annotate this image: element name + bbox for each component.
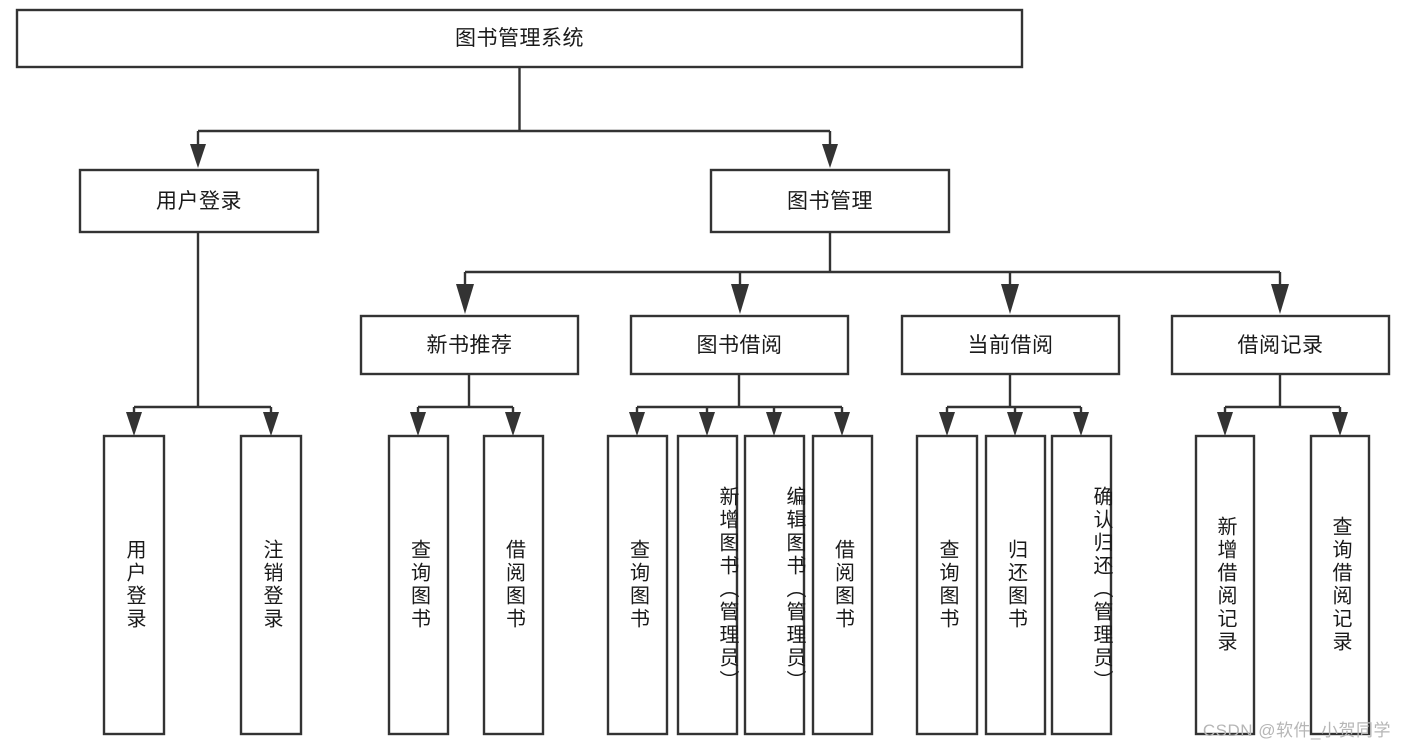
arrow-head-icon bbox=[1271, 284, 1289, 314]
node-box-user-login[interactable] bbox=[78, 168, 320, 234]
node-box-root[interactable] bbox=[15, 8, 1024, 69]
arrow-head-icon bbox=[505, 412, 521, 436]
arrow-head-icon bbox=[1217, 412, 1233, 436]
connector-root-to-level2 bbox=[190, 67, 838, 168]
connector-current-borrow-to-leaves bbox=[939, 374, 1089, 436]
node-box-new-book-recommend[interactable] bbox=[359, 314, 580, 376]
arrow-head-icon bbox=[263, 412, 279, 436]
arrow-head-icon bbox=[766, 412, 782, 436]
node-box-leaf-query-record[interactable] bbox=[1309, 434, 1371, 736]
node-box-leaf-add-record[interactable] bbox=[1194, 434, 1256, 736]
node-box-leaf-confirm-return[interactable] bbox=[1050, 434, 1113, 736]
node-box-leaf-query-book-1[interactable] bbox=[387, 434, 450, 736]
connector-book-borrow-to-leaves bbox=[629, 374, 850, 436]
node-box-leaf-query-book-3[interactable] bbox=[915, 434, 979, 736]
node-box-leaf-return-book[interactable] bbox=[984, 434, 1047, 736]
arrow-head-icon bbox=[1073, 412, 1089, 436]
node-box-leaf-edit-book[interactable] bbox=[743, 434, 806, 736]
arrow-head-icon bbox=[410, 412, 426, 436]
arrow-head-icon bbox=[1007, 412, 1023, 436]
arrow-head-icon bbox=[731, 284, 749, 314]
node-box-leaf-add-book[interactable] bbox=[676, 434, 739, 736]
arrow-head-icon bbox=[190, 144, 206, 168]
node-box-leaf-logout-login[interactable] bbox=[239, 434, 303, 736]
node-box-book-management[interactable] bbox=[709, 168, 951, 234]
node-box-leaf-query-book-2[interactable] bbox=[606, 434, 669, 736]
node-box-book-borrow[interactable] bbox=[629, 314, 850, 376]
connector-book-management-to-level3 bbox=[456, 232, 1289, 314]
arrow-head-icon bbox=[126, 412, 142, 436]
node-box-leaf-borrow-book-2[interactable] bbox=[811, 434, 874, 736]
connector-user-login-to-leaves bbox=[126, 232, 279, 436]
node-box-leaf-user-login[interactable] bbox=[102, 434, 166, 736]
arrow-head-icon bbox=[834, 412, 850, 436]
arrow-head-icon bbox=[1001, 284, 1019, 314]
connector-borrow-record-to-leaves bbox=[1217, 374, 1348, 436]
connector-new-book-recommend-to-leaves bbox=[410, 374, 521, 436]
arrow-head-icon bbox=[629, 412, 645, 436]
arrow-head-icon bbox=[699, 412, 715, 436]
node-box-current-borrow[interactable] bbox=[900, 314, 1121, 376]
arrow-head-icon bbox=[1332, 412, 1348, 436]
arrow-head-icon bbox=[456, 284, 474, 314]
node-box-borrow-record[interactable] bbox=[1170, 314, 1391, 376]
node-box-leaf-borrow-book-1[interactable] bbox=[482, 434, 545, 736]
arrow-head-icon bbox=[939, 412, 955, 436]
arrow-head-icon bbox=[822, 144, 838, 168]
